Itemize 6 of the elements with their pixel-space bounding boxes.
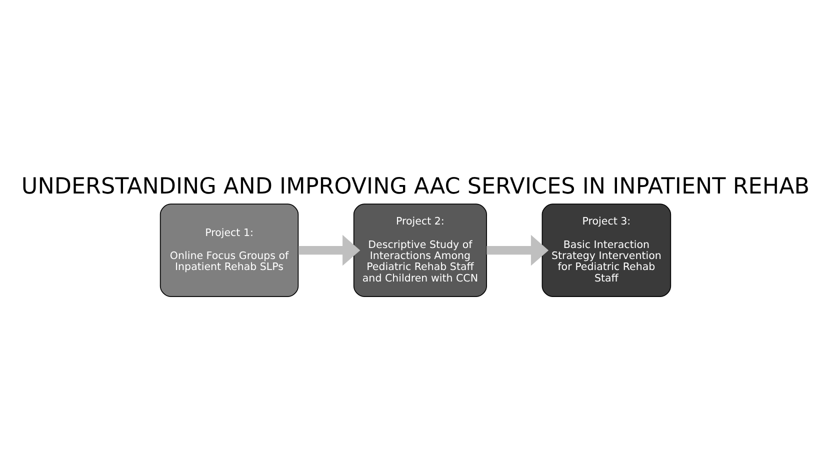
arrow [298, 234, 360, 266]
node-box: Project 1: Online Focus Groups of Inpatient Rehab SLPs [160, 204, 299, 297]
arrow [486, 234, 549, 266]
node-box: Project 3: Basic Interaction Strategy Intervention for Pediatric Rehab Staff [542, 204, 672, 297]
node-box: Project 2: Descriptive Study of Interactions Among Pediatric Rehab Staff and Children with CCN [353, 204, 487, 297]
diagram-title: UNDERSTANDING AND IMPROVING AAC SERVICES IN INPATIENT REHAB [21, 174, 810, 200]
